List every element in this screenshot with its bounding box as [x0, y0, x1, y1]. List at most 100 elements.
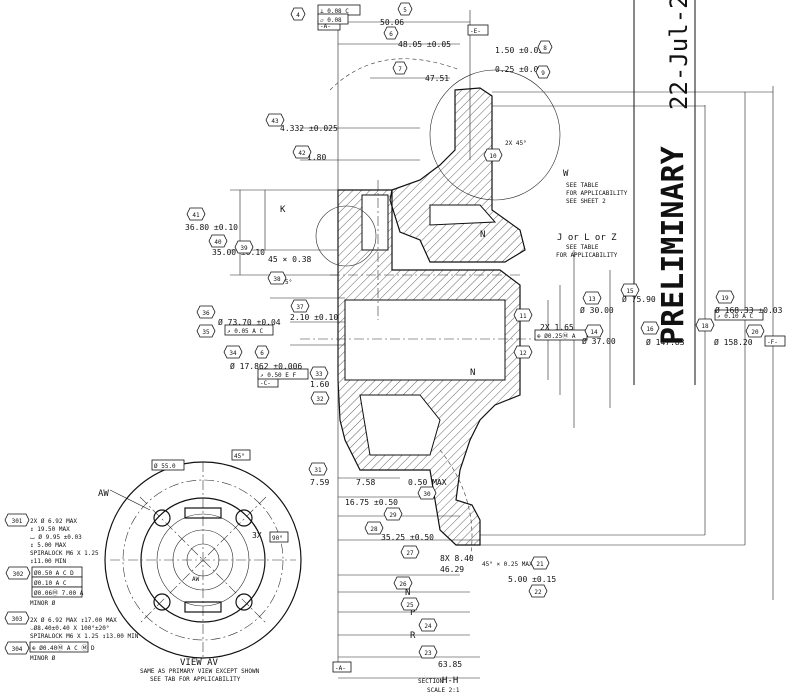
balloon-shape [234, 240, 254, 254]
balloon-number: 8 [543, 45, 547, 52]
balloon-shape [292, 145, 312, 159]
dim-11: 2X 1.65 [540, 323, 574, 332]
dim-7: 47.51 [425, 74, 449, 83]
balloon-number: 22 [534, 589, 542, 596]
label-3x: 3X [252, 531, 262, 540]
balloon-number: 33 [315, 371, 323, 378]
dim-19: Ø 168.33 ±0.03 [715, 305, 783, 315]
part-hatch-upper [389, 87, 526, 263]
balloon-shape [537, 40, 553, 54]
datum-a: -A- [320, 23, 331, 30]
balloon-shape [620, 283, 640, 297]
hole-302-fcf: Ø0.50 A C D [34, 570, 74, 577]
balloon-shape [383, 507, 403, 521]
hole-301-line: SPIRALOCK M6 X 1.25 [30, 550, 99, 557]
balloon-shape [223, 345, 243, 359]
callout-jlz-line1: SEE TABLE [566, 244, 599, 251]
view-title: VIEW AV [180, 658, 219, 668]
callout-w-line3: SEE SHEET 2 [566, 198, 606, 205]
balloon-number: 39 [240, 245, 248, 252]
balloon-shape [208, 234, 228, 248]
fcf-4b-frame [317, 13, 349, 25]
balloon-number: 35 [202, 329, 210, 336]
balloon-shape [290, 7, 306, 21]
balloon-shape [4, 641, 30, 655]
datum-a-bottom: -A- [335, 665, 346, 672]
dim-27: 8X 8.40 [440, 554, 474, 563]
balloon-number: 10 [489, 153, 497, 160]
section-caption: SECTION [418, 678, 444, 685]
balloon-number: 11 [519, 313, 527, 320]
balloon-shape [309, 366, 329, 380]
hole-cutout [361, 194, 389, 251]
balloon-shape [397, 2, 413, 16]
balloon-shape [310, 391, 330, 405]
balloon-number: 4 [296, 12, 300, 19]
balloon-number: 25 [406, 602, 414, 609]
fcf-34-frame [257, 368, 309, 380]
balloon-number: 12 [519, 350, 527, 357]
dim-42: 1.80 [307, 153, 326, 162]
callout-jlz-letters: J or L or Z [557, 233, 617, 243]
dim-7b: 7.58 [356, 478, 375, 487]
callout-n1: N [480, 230, 485, 240]
dim-37: 2.10 ±0.10 [290, 313, 338, 322]
balloon-number: 28 [370, 526, 378, 533]
hole-301-line: ↧ 5.00 MAX [30, 542, 67, 549]
hole-302-line: MINOR Ø [30, 600, 56, 607]
section-scale: SCALE 2:1 [427, 687, 460, 694]
dim-9: 0.25 ±0.05 [495, 65, 543, 74]
balloon-number: 36 [202, 310, 210, 317]
balloon-shape [254, 345, 270, 359]
balloon-shape [186, 207, 206, 221]
balloon-number: 41 [192, 212, 200, 219]
hole-301-line: ⌴ Ø 9.95 ±0.03 [30, 534, 82, 541]
angle-90: 90° [272, 535, 283, 542]
pocket-cutout [359, 394, 441, 456]
hole-301-line: ↧11.00 MIN [30, 558, 67, 565]
balloon-number: 43 [271, 118, 279, 125]
dim-13: Ø 30.00 [580, 305, 614, 315]
balloon-shape [4, 611, 30, 625]
balloon-number: 6 [389, 31, 393, 38]
balloon-number: 30 [423, 491, 431, 498]
balloon-shape [528, 584, 548, 598]
hole-303-line: SPIRALOCK M6 X 1.25 ↧13.00 MIN [30, 633, 139, 640]
datum-e: -E- [470, 28, 481, 35]
hole-301-line: 2X Ø 6.92 MAX [30, 518, 77, 525]
balloon-shape [265, 113, 285, 127]
dim-6: 48.05 ±0.05 [398, 40, 451, 49]
dim-39: 45 × 0.38 [268, 255, 312, 264]
dim-10: 2X 45° [505, 140, 527, 147]
balloon-number: 16 [646, 326, 654, 333]
preliminary-stamp: PRELIMINARY 22-Jul-20 [633, 0, 696, 385]
balloon-number: 19 [721, 295, 729, 302]
balloon-shape [290, 299, 310, 313]
callout-n2: N [470, 368, 475, 378]
balloon-number: 32 [316, 396, 324, 403]
balloon-number: 26 [399, 581, 407, 588]
balloon-number: 302 [13, 571, 24, 578]
bore-cutout [344, 299, 506, 381]
fcf-4a: ⊥ 0.08 C [320, 8, 349, 15]
balloon-number: 14 [590, 329, 598, 336]
balloon-shape [513, 345, 533, 359]
balloon-number: 24 [424, 623, 432, 630]
fcf-34: ↗ 0.50 E F [260, 372, 297, 379]
balloon-number: 27 [406, 550, 414, 557]
dim-46: 46.29 [440, 565, 464, 574]
dim-41: 36.80 ±0.10 [185, 223, 238, 232]
callout-n3: N [405, 588, 410, 598]
datum-f-frame [764, 335, 786, 347]
datum-f: -F- [767, 339, 778, 346]
balloon-shape [4, 513, 30, 527]
callout-w-letter: W [563, 169, 569, 179]
dim-33: 1.60 [310, 380, 329, 389]
balloon-number: 20 [751, 329, 759, 336]
fcf-35: ↗ 0.05 A C [227, 328, 264, 335]
angle-45: 45° [234, 453, 245, 460]
balloon-number: 34 [229, 350, 237, 357]
balloon-shape [715, 290, 735, 304]
dim-55: Ø 55.0 [154, 463, 176, 470]
